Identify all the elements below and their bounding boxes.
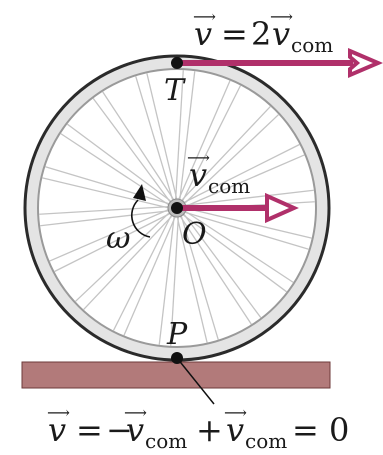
- contact-leader-line: [176, 357, 215, 405]
- wheel-spoke: [40, 210, 170, 227]
- label-p: P: [166, 317, 188, 352]
- eq-top-v: v: [194, 15, 212, 53]
- wheel-spoke: [182, 143, 300, 204]
- wheel-spoke: [176, 215, 208, 343]
- wheel-spoke: [184, 189, 314, 206]
- wheel-spoke: [146, 73, 178, 201]
- wheel-spoke: [170, 215, 180, 346]
- point-t-dot: [171, 57, 183, 69]
- eq-top-symbol: v: [272, 15, 290, 53]
- eq-bot-rhs: = 0: [292, 411, 349, 449]
- wheel-spoke: [181, 213, 288, 293]
- label-o: O: [182, 217, 207, 252]
- eq-bot-subscript-2: com: [245, 429, 287, 453]
- wheel-spoke: [74, 211, 171, 302]
- eq-bot-equals: =: [76, 411, 103, 449]
- wheel-spoke: [184, 210, 294, 283]
- wheel-spoke: [123, 215, 177, 336]
- ground-surface: [21, 361, 331, 389]
- eq-bot-v: v: [48, 411, 66, 449]
- eq-top-equals: =: [221, 15, 248, 53]
- wheel-spoke: [182, 212, 262, 319]
- wheel-spoke: [184, 154, 305, 208]
- eq-top-vec-2: ⟶: [270, 7, 293, 26]
- wheel-spoke: [60, 133, 170, 206]
- center-velocity-label: v ⟶ com: [187, 148, 250, 198]
- eq-top-subscript: com: [291, 33, 333, 57]
- top-velocity-equation: v ⟶ = 2 v ⟶ com: [193, 7, 333, 57]
- wheel-spoke: [177, 80, 231, 201]
- wheel-spoke: [180, 105, 271, 202]
- eq-bot-vec-2: ⟶: [124, 403, 147, 422]
- top-velocity-arrow: [177, 47, 383, 79]
- point-p-dot: [171, 352, 183, 364]
- curved-arrow-icon: [131, 184, 151, 238]
- wheel-spoke: [92, 97, 172, 204]
- eq-top-vec-1: ⟶: [193, 7, 216, 26]
- wheel-spoke: [184, 207, 312, 239]
- wheel-spoke: [180, 214, 219, 340]
- wheel-spoke: [54, 212, 172, 273]
- contact-velocity-equation: v ⟶ = − v ⟶ com + v ⟶ com = 0: [47, 403, 349, 453]
- eq-bot-vec-1: ⟶: [47, 403, 70, 422]
- wheel-spoke: [112, 213, 173, 331]
- eq-bot-symbol-1: v: [126, 411, 144, 449]
- eq-center-symbol: v: [189, 156, 207, 194]
- wheel-spoke: [49, 208, 170, 262]
- eq-bot-symbol-2: v: [226, 411, 244, 449]
- wheel-spoke: [179, 215, 252, 325]
- eq-top-coefficient: 2: [251, 15, 271, 53]
- wheel-spoke: [83, 214, 174, 311]
- eq-bot-minus: −: [106, 411, 133, 449]
- wheel-spoke: [179, 71, 196, 201]
- wheel-spoke: [42, 177, 170, 209]
- center-velocity-arrow: [177, 192, 299, 224]
- wheel-spoke: [45, 166, 171, 205]
- wheel-spoke: [183, 114, 280, 205]
- eq-bot-vec-3: ⟶: [224, 403, 247, 422]
- wheel-spoke: [39, 205, 170, 215]
- wheel-spoke: [102, 91, 175, 201]
- label-omega: ω: [106, 221, 130, 256]
- label-t: T: [164, 73, 186, 108]
- eq-center-subscript: com: [208, 174, 250, 198]
- wheel-spoke: [183, 211, 309, 250]
- eq-bot-subscript-1: com: [145, 429, 187, 453]
- wheel-spoke: [135, 76, 174, 202]
- wheel-spoke: [66, 123, 173, 203]
- point-o-dot: [171, 202, 183, 214]
- eq-center-vec: ⟶: [187, 148, 210, 167]
- eq-bot-plus: +: [196, 411, 223, 449]
- wheel-spoke: [181, 85, 242, 203]
- wheel-spoke: [174, 70, 184, 201]
- wheel-spokes: [39, 70, 315, 346]
- wheel-spoke: [158, 215, 175, 345]
